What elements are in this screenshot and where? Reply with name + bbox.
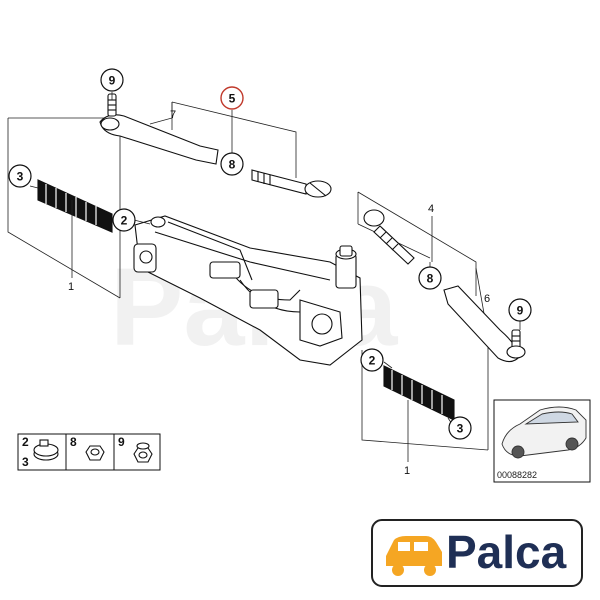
callout-clamp-right: 3 [448,416,472,440]
legend-clamp-label-bottom: 3 [22,455,29,469]
svg-text:8: 8 [229,158,236,172]
tie-rod-end-right [443,285,526,363]
inner-tie-rod [251,169,332,198]
callout-inner-tie-rod-highlighted: 5 [220,86,244,110]
boot-right [383,365,455,421]
callout-tie-rod-end-left: 9 [100,68,124,92]
svg-text:8: 8 [427,272,434,286]
callout-tie-rod-end-right: 9 [508,298,532,322]
leader-lines [29,92,521,462]
callout-nut-left: 8 [220,152,244,176]
callout-boot-right: 2 [360,348,384,372]
upper-bracket [149,101,297,178]
boot-left [37,179,113,233]
locknut-icon [133,442,153,463]
svg-text:3: 3 [17,170,24,184]
car-logo-icon [386,536,442,576]
legend-nut-label: 8 [70,435,77,449]
svg-text:2: 2 [121,214,128,228]
label-part-4: 4 [428,203,434,215]
callout-boot-left: 3 [8,164,32,188]
label-part-1-left: 1 [68,281,74,293]
callout-nut-right: 8 [418,266,442,290]
car-icon [501,406,587,459]
label-part-7: 7 [170,109,176,121]
car-thumbnail: 00088282 [493,399,591,483]
svg-text:9: 9 [517,304,524,318]
reference-code: 00088282 [497,470,537,480]
legend-locknut-label: 9 [118,435,125,449]
tie-rod-end-left [99,93,219,165]
label-part-1-right: 1 [404,465,410,477]
legend-clamp-label-top: 2 [22,435,29,449]
svg-text:9: 9 [109,74,116,88]
label-part-6: 6 [484,293,490,305]
inner-tie-rod-right [363,209,415,265]
nut-icon [85,445,105,461]
svg-text:3: 3 [457,422,464,436]
svg-text:5: 5 [229,92,236,106]
svg-text:2: 2 [369,354,376,368]
hardware-legend: 2 3 8 9 [17,433,161,471]
logo-text: Palca [446,526,567,578]
clamp-ring-icon [33,439,59,461]
palca-logo: Palca [371,519,583,587]
steering-rack [133,215,363,366]
callout-clamp-left: 2 [112,208,136,232]
